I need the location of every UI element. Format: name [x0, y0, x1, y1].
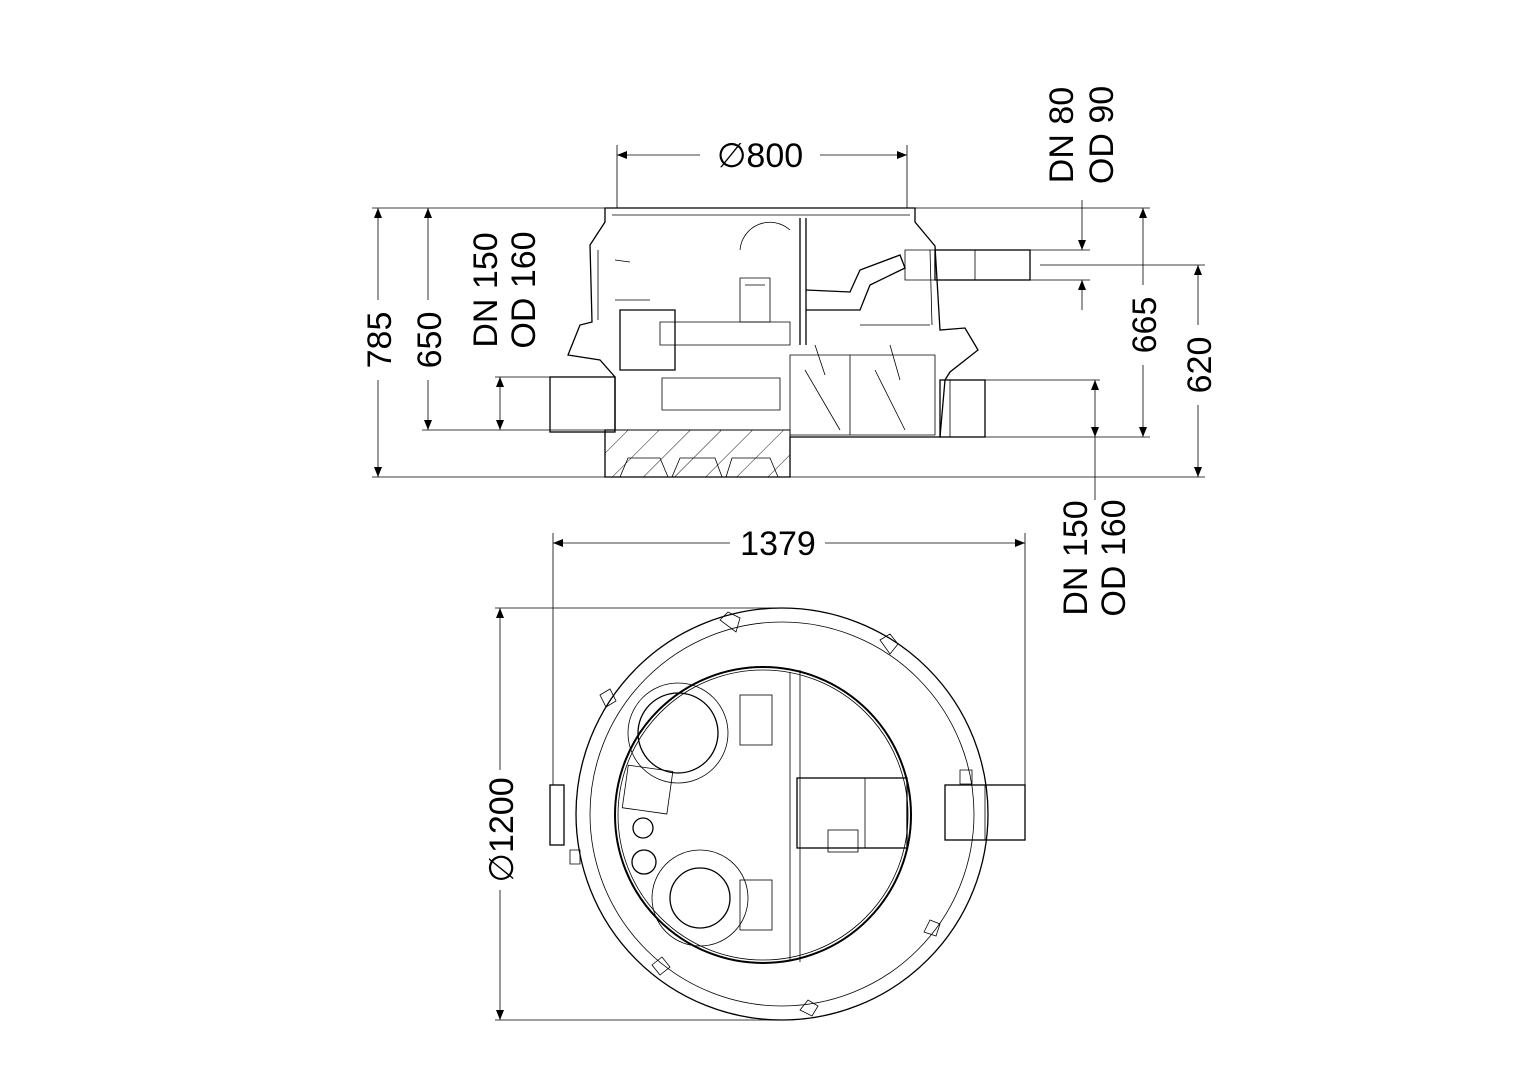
plan-inlet-pipes	[549, 784, 1026, 846]
outlet-od: OD 90	[1083, 86, 1121, 184]
extension-lines-plan	[495, 533, 1026, 1021]
extension-lines	[372, 145, 1205, 478]
tank-body	[567, 207, 979, 478]
outer-rim	[569, 607, 989, 1021]
dim-620: 620	[1181, 337, 1219, 394]
inlet-left-dn: DN 150	[467, 232, 505, 347]
outlet-dn: DN 80	[1043, 87, 1081, 183]
dimension-inlet-left: DN 150 OD 160	[467, 231, 543, 430]
inner-shaft	[614, 666, 912, 964]
dimension-800: ∅800	[617, 137, 907, 175]
small-fittings	[621, 764, 674, 875]
left-inlet-pipe	[549, 376, 616, 433]
dimension-650: 650	[411, 208, 449, 430]
dim-650: 650	[411, 312, 449, 369]
control-unit	[796, 777, 908, 853]
dimension-785: 785	[361, 208, 399, 477]
side-view: ∅800 785 650 DN 150 OD 160 DN 80 OD 90 6…	[361, 86, 1219, 617]
dimension-620: 620	[1181, 265, 1219, 477]
dimension-1379: 1379	[553, 525, 1025, 563]
inlet-left-od: OD 160	[505, 231, 543, 348]
inlet-right-dn: DN 150	[1057, 500, 1095, 615]
dim-1379: 1379	[740, 525, 816, 563]
inlet-right-od: OD 160	[1095, 499, 1133, 616]
dimension-pressure-outlet: DN 80 OD 90	[1043, 86, 1121, 310]
dimension-1200: ∅1200	[483, 608, 521, 1020]
dim-diameter-800: ∅800	[717, 137, 803, 175]
dim-785: 785	[361, 312, 399, 369]
right-inlet-pipe	[939, 379, 986, 438]
pump-bottom	[651, 849, 773, 947]
dimension-inlet-right: DN 150 OD 160	[1057, 380, 1133, 617]
dim-diameter-1200: ∅1200	[483, 777, 521, 882]
dimension-665: 665	[1126, 208, 1164, 437]
plan-view: 1379 ∅1200	[483, 525, 1026, 1021]
pressure-outlet-pipe	[934, 249, 1031, 281]
dim-665: 665	[1126, 297, 1164, 354]
pump-top	[627, 682, 773, 784]
